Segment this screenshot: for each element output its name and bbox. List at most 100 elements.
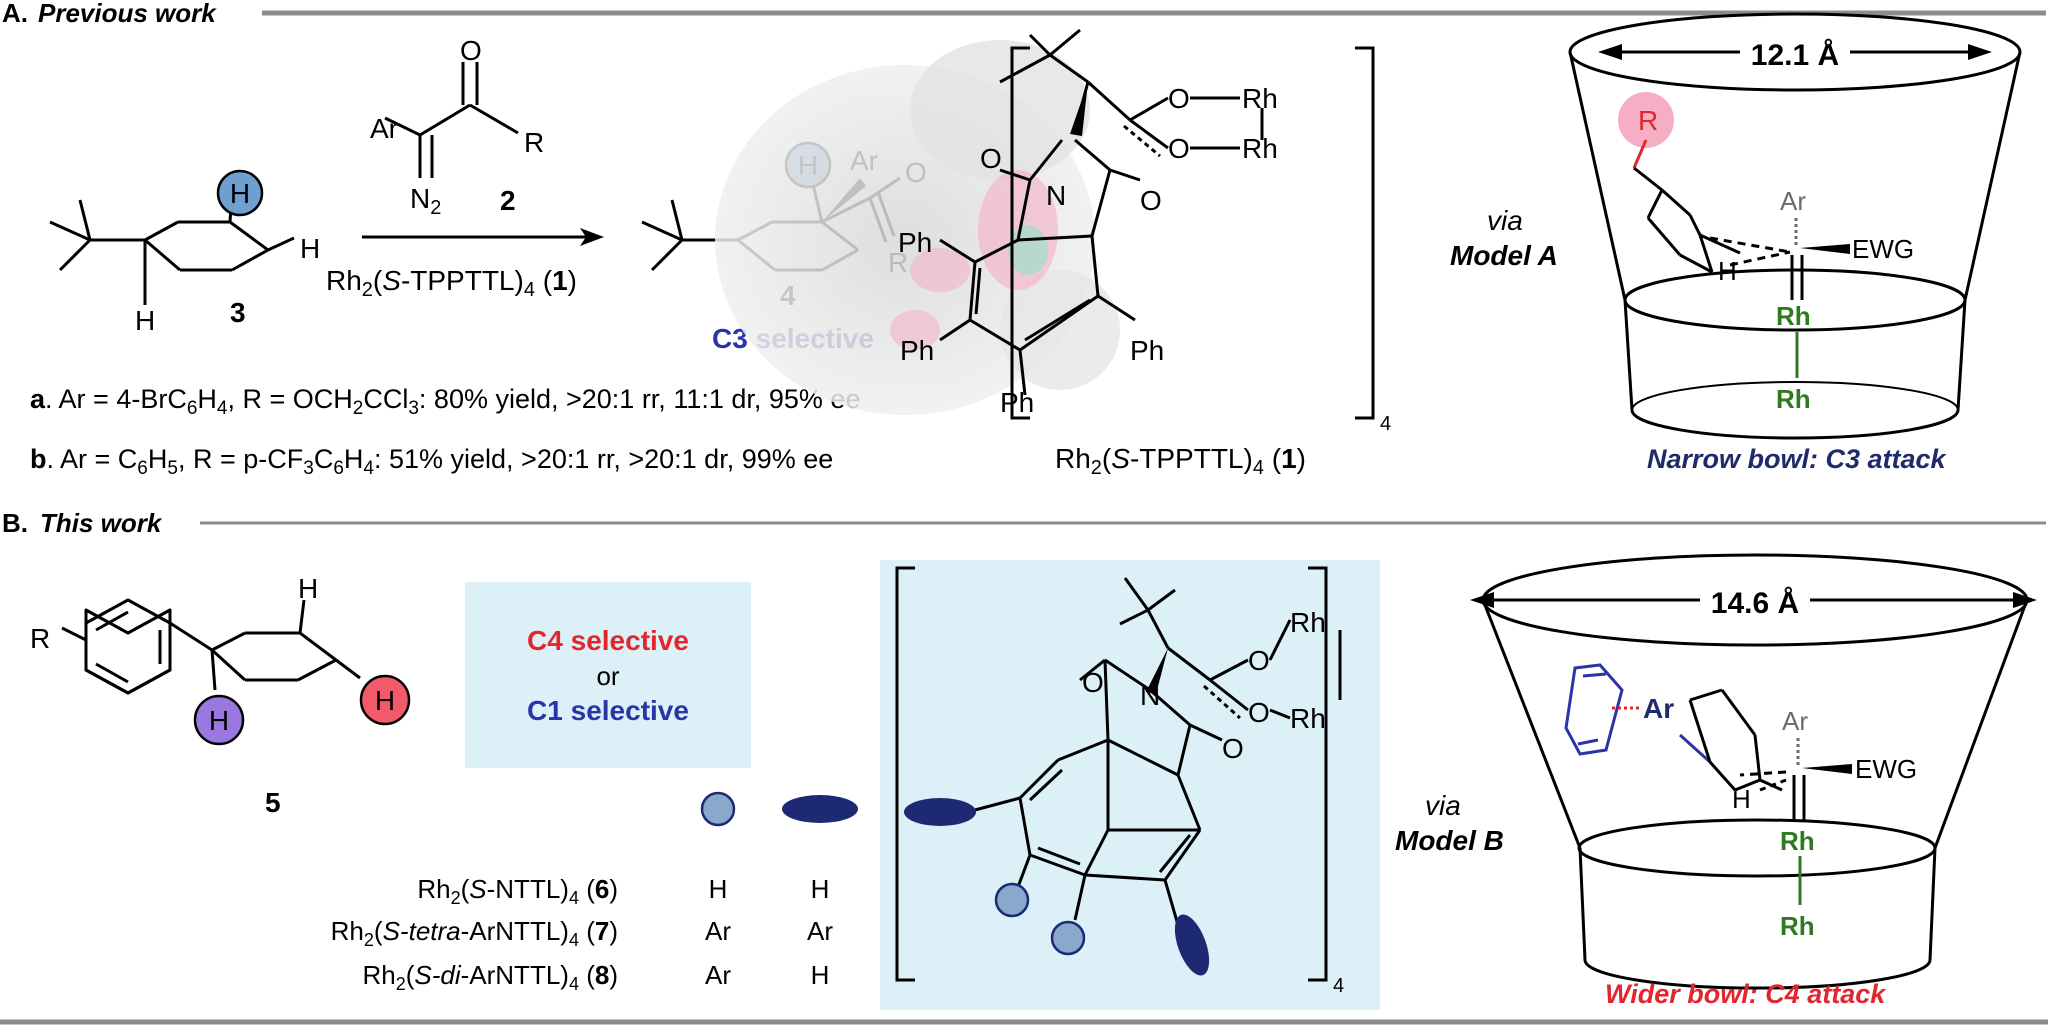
catalyst-7-col2: Ar <box>807 916 833 946</box>
svg-text:O: O <box>980 143 1002 174</box>
catalyst-table: Rh2(S-NTTL)4 (6) Rh2(S-tetra-ArNTTL)4 (7… <box>331 874 834 994</box>
bracket-subscript-1: 4 <box>1380 413 1391 435</box>
model-a-label: Model A <box>1450 240 1558 271</box>
svg-text:O: O <box>1140 185 1162 216</box>
compound-5-label: 5 <box>265 787 281 818</box>
catalyst-8-col2: H <box>811 960 830 990</box>
catalyst-1-structure: 4 O O Rh Rh <box>715 28 1391 435</box>
catalyst-8-name: Rh2(S-di-ArNTTL)4 (8) <box>362 960 618 994</box>
catalyst-6-name: Rh2(S-NTTL)4 (6) <box>417 874 618 908</box>
ph-label-3: Ph <box>1130 335 1164 366</box>
via-a: via <box>1487 205 1523 236</box>
section-b-title: This work <box>40 508 163 538</box>
bracket-right-1 <box>1355 46 1375 420</box>
n2-label: N2 <box>410 183 441 219</box>
ph-label-4: Ph <box>1000 387 1034 418</box>
width-arrow-b <box>1470 584 2037 616</box>
c1-selective-label: C1 selective <box>527 695 689 726</box>
bowl-a-width: 12.1 Å <box>1751 39 1839 72</box>
bowl-b-caption: Wider bowl: C4 attack <box>1605 979 1887 1009</box>
result-b: b. Ar = C6H5, R = p-CF3C6H4: 51% yield, … <box>30 444 833 479</box>
ar-label-carbene-b: Ar <box>1782 706 1808 736</box>
bracket-left-1 <box>1010 46 1030 420</box>
h-label-3-right: H <box>300 233 320 264</box>
svg-text:O: O <box>1248 645 1270 676</box>
h-purple-circle-5 <box>193 694 245 746</box>
h-label-5-red: H <box>375 685 395 716</box>
r-label-5: R <box>30 623 50 654</box>
catalyst-b-panel <box>880 560 1380 1010</box>
ar-label-bowl-b: Ar <box>1643 693 1674 724</box>
section-b-header: B. This work <box>2 508 2046 538</box>
svg-text:O: O <box>1248 697 1270 728</box>
width-arrow-a <box>1598 36 1992 68</box>
compound-2-label: 2 <box>500 185 516 216</box>
h-label-5-purple: H <box>209 705 229 736</box>
svg-text:N: N <box>1140 680 1160 711</box>
ewg-label-bowl-a: EWG <box>1852 234 1914 264</box>
catalyst-b-structure: 4 <box>895 566 1344 997</box>
bracket-right-b <box>1308 566 1328 982</box>
key-dot <box>700 791 736 827</box>
c4-selective-label: C4 selective <box>527 625 689 656</box>
substituent-ellipse-bottom <box>1174 914 1210 976</box>
compound-2 <box>384 62 519 178</box>
ar-label-bowl-a: Ar <box>1780 186 1806 216</box>
section-a-header: A. Previous work <box>2 0 2046 28</box>
h-label-bowl-b: H <box>1732 784 1751 814</box>
rh-top-bowl-a: Rh <box>1776 301 1811 331</box>
model-b-label: Model B <box>1395 825 1504 856</box>
bowl-b-width: 14.6 Å <box>1711 587 1799 620</box>
rh-label-c1-top: Rh <box>1242 83 1278 114</box>
substituent-ellipse-left <box>904 798 976 826</box>
o-label-2: O <box>460 35 482 66</box>
dashed-bond-a2 <box>1729 250 1791 267</box>
svg-text:O: O <box>1168 133 1190 164</box>
bowl-a <box>1568 12 2022 440</box>
r-pink-circle <box>1618 92 1674 148</box>
svg-text:O: O <box>1082 667 1104 698</box>
catalyst-6-col1: H <box>709 874 728 904</box>
via-b: via <box>1425 790 1461 821</box>
selectivity-box <box>465 582 751 768</box>
catalyst-6-col2: H <box>811 874 830 904</box>
r-label-2: R <box>524 127 544 158</box>
catalyst-text-a: Rh2(S-TPPTTL)4 (1) <box>326 265 577 301</box>
h-label-bowl-a: H <box>1718 256 1737 286</box>
rh-label-cb-bottom: Rh <box>1290 703 1326 734</box>
ar-label-2: Ar <box>370 113 398 144</box>
rh-bottom-bowl-a: Rh <box>1776 384 1811 414</box>
h-label-3-blue: H <box>230 178 250 209</box>
substituent-dot-2 <box>1050 920 1086 956</box>
result-a: a. Ar = 4-BrC6H4, R = OCH2CCl3: 80% yiel… <box>30 384 860 419</box>
rh-top-bowl-b: Rh <box>1780 826 1815 856</box>
svg-text:N: N <box>1046 180 1066 211</box>
cyclohexane-bowl-b <box>1678 688 1783 792</box>
r-label-bowl-a: R <box>1638 105 1658 136</box>
section-b-letter: B. <box>2 508 28 538</box>
key-ellipse <box>782 795 858 823</box>
h-label-3-bottom: H <box>135 305 155 336</box>
compound-3 <box>49 189 295 305</box>
catalyst-8-col1: Ar <box>705 960 731 990</box>
svg-text:O: O <box>1222 733 1244 764</box>
arene-bowl-b <box>1564 663 1624 756</box>
catalyst-7-col1: Ar <box>705 916 731 946</box>
bracket-subscript-b: 4 <box>1333 975 1344 997</box>
substituent-dot-1 <box>994 882 1030 918</box>
bowl-a-caption: Narrow bowl: C3 attack <box>1647 444 1948 474</box>
compound-5 <box>61 598 361 695</box>
compound-3-label: 3 <box>230 297 246 328</box>
cyclohexane-bowl-a <box>1632 139 1741 274</box>
h-label-5-top: H <box>298 573 318 604</box>
or-label: or <box>596 661 619 691</box>
rh-label-cb-top: Rh <box>1290 607 1326 638</box>
catalyst-7-name: Rh2(S-tetra-ArNTTL)4 (7) <box>331 916 618 950</box>
ph-label-2: Ph <box>900 335 934 366</box>
catalyst-1-caption: Rh2(S-TPPTTL)4 (1) <box>1055 443 1306 479</box>
h-blue-circle-3 <box>216 169 264 217</box>
reaction-arrow-a <box>362 228 604 246</box>
h-red-circle-5 <box>359 674 411 726</box>
rh-label-c1-bottom: Rh <box>1242 133 1278 164</box>
